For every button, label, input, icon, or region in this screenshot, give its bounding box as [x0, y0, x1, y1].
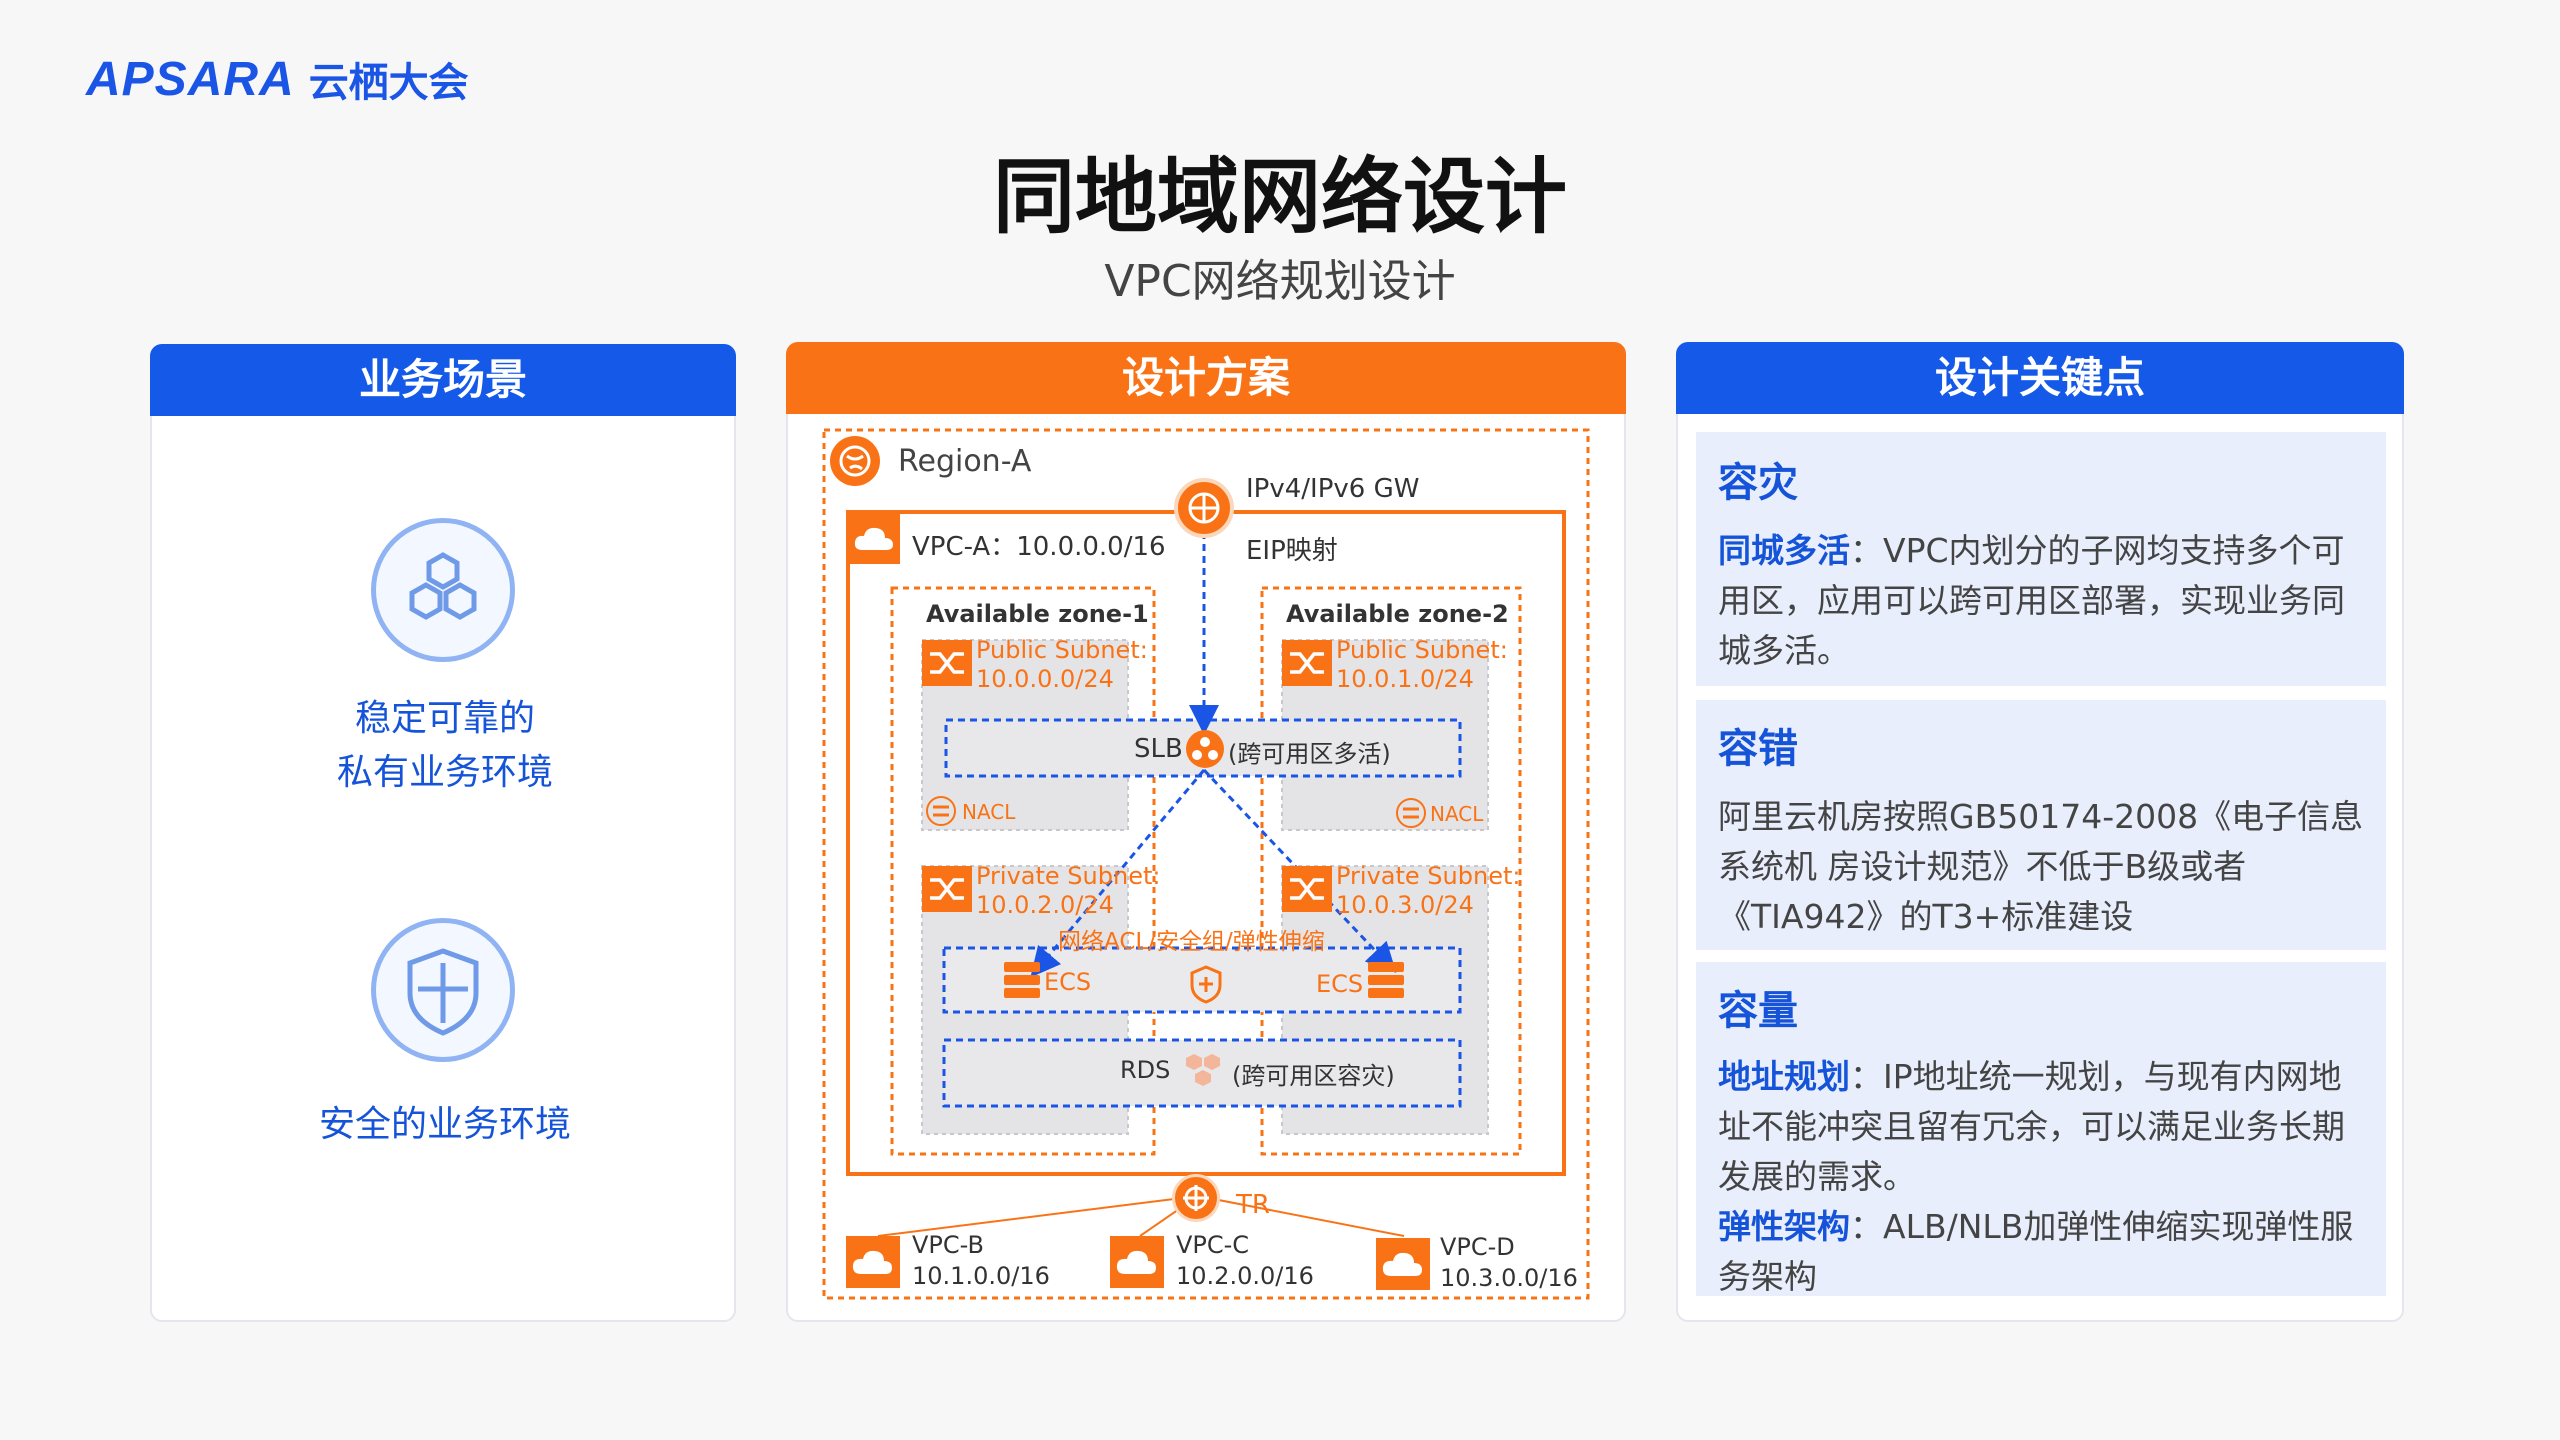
zone2-label: Available zone-2 — [1286, 600, 1509, 628]
vpc-d-cloud-icon — [1376, 1238, 1430, 1290]
page-title: 同地域网络设计 — [992, 150, 1567, 245]
ecs-1-server-icon — [1002, 960, 1042, 1000]
key-point-strong-2: 弹性架构 — [1718, 1207, 1850, 1246]
scenario-reliable-line1: 稳定可靠的 — [354, 698, 535, 739]
key-point-body-2: 弹性架构：ALB/NLB加弹性伸缩实现弹性服务架构 — [1718, 1202, 2364, 1302]
rds-note: (跨可用区容灾) — [1232, 1062, 1395, 1090]
vpc-c-cloud-icon — [1110, 1236, 1164, 1288]
business-scenario-panel: 业务场景 稳定可靠的 私有业务环境 安全的业务环境 — [150, 344, 736, 1322]
key-point-text: IP地址统一规划，与现有内网地址不能冲突且留有冗余，可以满足业务长期发展的需求。 — [1718, 1057, 2345, 1196]
key-point-title: 容量 — [1718, 988, 1798, 1034]
key-point-body: 地址规划：IP地址统一规划，与现有内网地址不能冲突且留有冗余，可以满足业务长期发… — [1718, 1052, 2364, 1202]
vpc-c-name: VPC-C — [1176, 1231, 1250, 1259]
key-point-text-2: ALB/NLB加弹性伸缩实现弹性服务架构 — [1718, 1207, 2354, 1296]
design-solution-header: 设计方案 — [786, 342, 1626, 414]
public-subnet-1-switch-icon — [922, 640, 972, 686]
ecs-1-label: ECS — [1044, 968, 1092, 996]
private-subnet-2-label: Private Subnet: 10.0.3.0/24 — [1336, 862, 1520, 920]
vpc-b-name: VPC-B — [912, 1231, 984, 1259]
security-note: 网络ACL/安全组/弹性伸缩 — [1058, 929, 1325, 955]
region-a-box — [822, 428, 1590, 1300]
rds-icon — [1180, 1050, 1226, 1090]
apsara-logo: APSARA 云栖大会 — [86, 50, 469, 108]
security-shield-icon — [1188, 964, 1224, 1004]
vpc-a-label: VPC-A：10.0.0.0/16 — [912, 532, 1166, 562]
key-point-strong: 同城多活 — [1718, 531, 1850, 570]
scenario-reliable-line2: 私有业务环境 — [336, 752, 553, 793]
public-subnet-1-cidr: 10.0.0.0/24 — [976, 665, 1114, 693]
public-subnet-1-name: Public Subnet: — [976, 636, 1148, 664]
private-subnet-2-name: Private Subnet: — [1336, 862, 1521, 890]
public-subnet-1-label: Public Subnet: 10.0.0.0/24 — [976, 636, 1148, 694]
private-subnet-1-name: Private Subnet: — [976, 862, 1161, 890]
vpc-d-name: VPC-D — [1440, 1233, 1515, 1261]
region-label: Region-A — [898, 444, 1032, 479]
vpc-c-cidr: 10.2.0.0/16 — [1176, 1262, 1314, 1290]
vpc-a-cloud-icon — [848, 514, 900, 564]
public-subnet-2-name: Public Subnet: — [1336, 636, 1508, 664]
public-subnet-2-switch-icon — [1282, 640, 1332, 686]
eip-label: EIP映射 — [1246, 536, 1338, 566]
logo-text-cn: 云栖大会 — [308, 60, 469, 106]
key-point-sep-2: ： — [1850, 1207, 1883, 1246]
vpc-c-label: VPC-C 10.2.0.0/16 — [1176, 1230, 1314, 1292]
private-subnet-2-cidr: 10.0.3.0/24 — [1336, 891, 1474, 919]
slb-note: (跨可用区多活) — [1228, 740, 1391, 768]
region-globe-icon — [830, 436, 880, 486]
tr-router-icon — [1172, 1174, 1220, 1222]
tr-label: TR — [1236, 1190, 1270, 1220]
key-point-text: 阿里云机房按照GB50174-2008《电子信息系统机 房设计规范》不低于B级或… — [1718, 797, 2364, 936]
key-point-fault-tolerance: 容错 阿里云机房按照GB50174-2008《电子信息系统机 房设计规范》不低于… — [1696, 700, 2386, 950]
key-points-header: 设计关键点 — [1676, 342, 2404, 414]
key-point-text: VPC内划分的子网均支持多个可用区，应用可以跨可用区部署，实现业务同城多活。 — [1718, 531, 2345, 670]
hexagons-icon — [371, 518, 515, 662]
key-point-title: 容灾 — [1718, 460, 1798, 506]
nacl-2-icon — [1396, 798, 1426, 828]
vpc-d-label: VPC-D 10.3.0.0/16 — [1440, 1232, 1578, 1294]
public-subnet-2-cidr: 10.0.1.0/24 — [1336, 665, 1474, 693]
vpc-b-cidr: 10.1.0.0/16 — [912, 1262, 1050, 1290]
ecs-2-label: ECS — [1316, 970, 1364, 998]
logo-text-en: APSARA — [86, 52, 295, 106]
key-point-body: 同城多活：VPC内划分的子网均支持多个可用区，应用可以跨可用区部署，实现业务同城… — [1718, 526, 2364, 676]
gateway-label: IPv4/IPv6 GW — [1246, 474, 1420, 504]
scenario-reliable-text: 稳定可靠的 私有业务环境 — [152, 692, 738, 800]
key-point-sep: ： — [1850, 1057, 1883, 1096]
key-point-title: 容错 — [1718, 726, 1798, 772]
business-scenario-header: 业务场景 — [150, 344, 736, 416]
vpc-d-cidr: 10.3.0.0/16 — [1440, 1264, 1578, 1292]
zone2-box — [1260, 586, 1522, 1156]
scenario-secure-text: 安全的业务环境 — [318, 1104, 571, 1145]
page-subtitle: VPC网络规划设计 — [1104, 256, 1456, 307]
ecs-2-server-icon — [1366, 960, 1406, 1000]
nacl-2-label: NACL — [1430, 802, 1484, 826]
private-subnet-1-cidr: 10.0.2.0/24 — [976, 891, 1114, 919]
key-point-strong: 地址规划 — [1718, 1057, 1850, 1096]
vpc-b-cloud-icon — [846, 1236, 900, 1288]
gateway-icon — [1174, 478, 1234, 538]
key-point-disaster-recovery: 容灾 同城多活：VPC内划分的子网均支持多个可用区，应用可以跨可用区部署，实现业… — [1696, 432, 2386, 686]
key-point-sep: ： — [1850, 531, 1883, 570]
private-subnet-2-switch-icon — [1282, 866, 1332, 912]
public-subnet-2-label: Public Subnet: 10.0.1.0/24 — [1336, 636, 1508, 694]
nacl-1-label: NACL — [962, 800, 1016, 824]
rds-label: RDS — [1120, 1056, 1171, 1084]
zone1-box — [890, 586, 1156, 1156]
vpc-b-label: VPC-B 10.1.0.0/16 — [912, 1230, 1050, 1292]
key-point-capacity: 容量 地址规划：IP地址统一规划，与现有内网地址不能冲突且留有冗余，可以满足业务… — [1696, 962, 2386, 1296]
zone1-label: Available zone-1 — [926, 600, 1149, 628]
slb-icon — [1186, 730, 1224, 768]
private-subnet-1-switch-icon — [922, 866, 972, 912]
slb-label: SLB — [1134, 734, 1183, 764]
private-subnet-1-label: Private Subnet: 10.0.2.0/24 — [976, 862, 1160, 920]
nacl-1-icon — [926, 796, 956, 826]
shield-icon — [371, 918, 515, 1062]
